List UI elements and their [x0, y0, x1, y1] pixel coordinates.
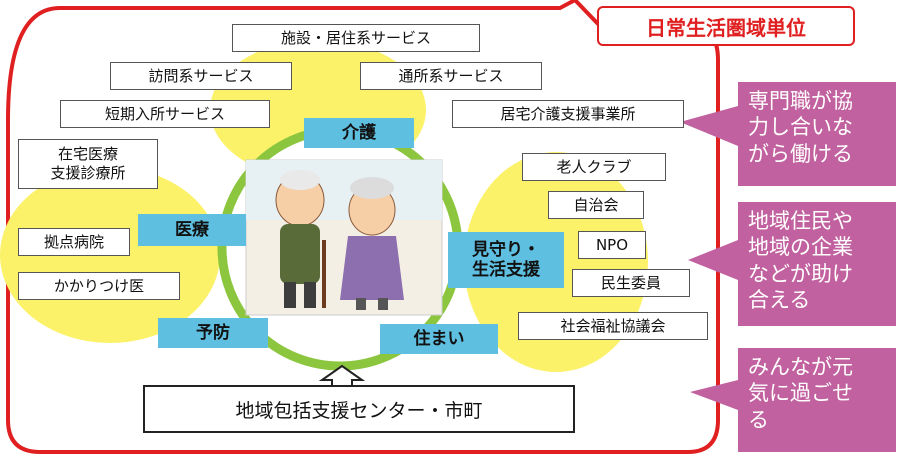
- service-care-management: 居宅介護支援事業所: [452, 100, 684, 128]
- service-social-welfare-council: 社会福祉協議会: [518, 312, 708, 340]
- service-day-care: 通所系サービス: [360, 62, 542, 90]
- callout-pointer-2: [688, 240, 738, 280]
- note2-line4: 合える: [748, 287, 811, 312]
- note2-line2: 地域の企業: [748, 235, 853, 260]
- service-short-stay: 短期入所サービス: [60, 100, 270, 128]
- home-medical-line1: 在宅医療: [57, 145, 118, 164]
- home-medical-line2: 支援診療所: [50, 164, 126, 182]
- category-prevention: 予防: [158, 318, 268, 348]
- note3-line2: 気に過ごせ: [748, 381, 853, 406]
- area-unit-label: 日常生活圏域単位: [597, 6, 855, 46]
- note-professionals: 専門職が協 力し合いな がら働ける: [738, 82, 896, 186]
- community-support-center: 地域包括支援センター・市町: [143, 385, 575, 433]
- note-residents: 地域住民や 地域の企業 などが助け 合える: [738, 202, 896, 326]
- note3-line1: みんなが元: [748, 355, 853, 379]
- note1-line3: がら働ける: [748, 141, 853, 166]
- note2-line3: などが助け: [748, 261, 853, 286]
- service-home-medical-clinic: 在宅医療 支援診療所: [18, 139, 158, 189]
- watch-support-line1: 見守り・: [472, 239, 540, 260]
- service-neighborhood-assoc: 自治会: [548, 191, 644, 219]
- category-housing: 住まい: [380, 324, 498, 354]
- service-npo: NPO: [578, 231, 646, 259]
- service-welfare-commissioner: 民生委員: [572, 269, 690, 297]
- service-facility-residential: 施設・居住系サービス: [232, 24, 480, 52]
- service-senior-club: 老人クラブ: [522, 153, 666, 181]
- note2-line1: 地域住民や: [748, 209, 853, 233]
- note3-line3: る: [748, 407, 769, 432]
- elderly-couple-icon: [246, 160, 442, 310]
- service-base-hospital: 拠点病院: [18, 228, 130, 256]
- note1-line2: 力し合いな: [748, 115, 853, 140]
- category-watch-support: 見守り・ 生活支援: [448, 232, 564, 288]
- callout-pointer-1: [680, 106, 738, 146]
- note-everyone: みんなが元 気に過ごせ る: [738, 348, 896, 452]
- service-family-doctor: かかりつけ医: [18, 272, 180, 300]
- note1-line1: 専門職が協: [748, 89, 853, 113]
- watch-support-line2: 生活支援: [472, 260, 540, 280]
- callout-pointer-3: [690, 380, 738, 410]
- category-medical: 医療: [138, 214, 246, 246]
- category-care: 介護: [304, 118, 414, 148]
- service-home-visit: 訪問系サービス: [110, 62, 292, 90]
